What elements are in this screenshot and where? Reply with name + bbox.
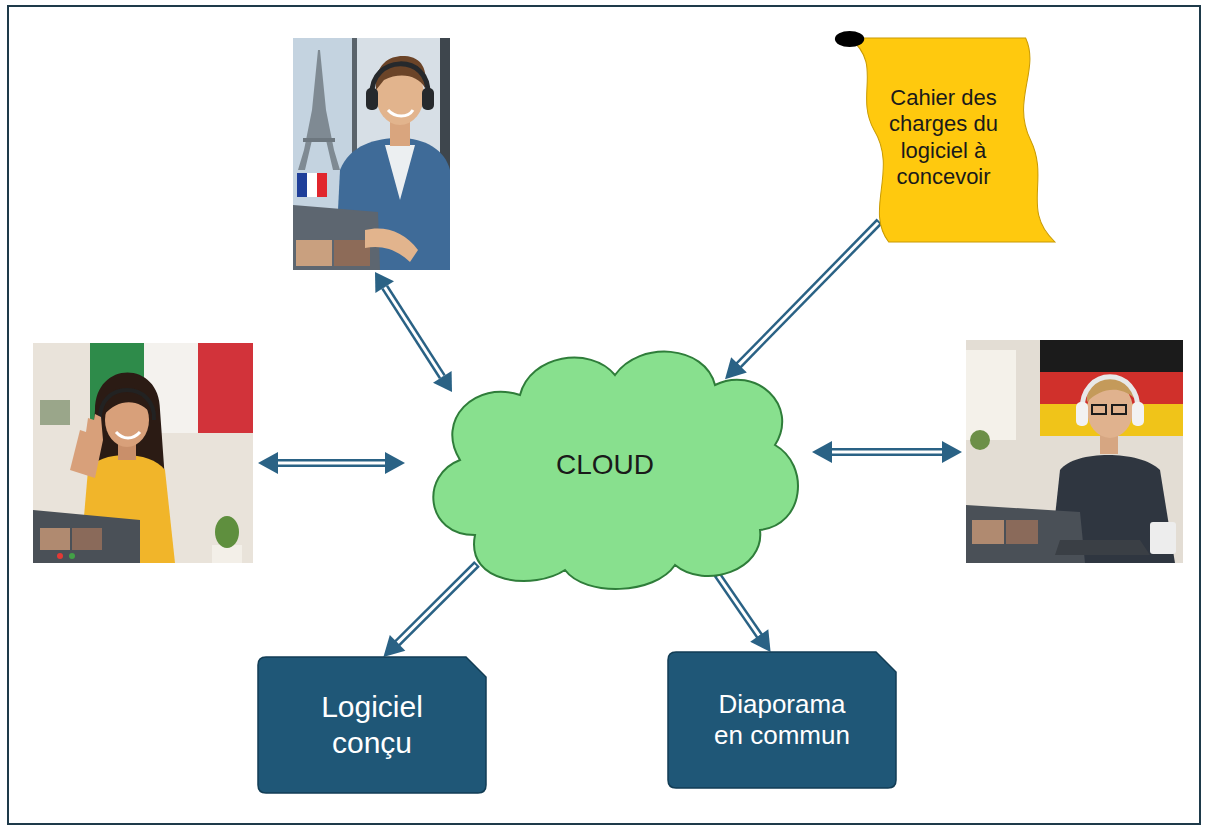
double-arrow: [375, 272, 452, 392]
photo-italy: [33, 343, 253, 563]
double-arrow: [812, 441, 962, 463]
node-label: Cahier des charges du logiciel à concevo…: [882, 85, 1005, 191]
node-label: Diaporama en commun: [708, 689, 856, 751]
node-label: Logiciel conçu: [288, 689, 456, 761]
double-arrow: [383, 564, 477, 657]
cloud-shape: CLOUD: [405, 335, 805, 595]
double-arrow: [258, 452, 405, 474]
output-box: Diaporama en commun: [668, 652, 896, 788]
double-arrow: [725, 221, 880, 379]
double-arrow: [717, 574, 771, 652]
output-box: Logiciel conçu: [258, 657, 486, 793]
tab-outline: [258, 657, 486, 793]
photo-germany: [966, 340, 1183, 563]
document-scroll: Cahier des charges du logiciel à concevo…: [830, 30, 1055, 245]
node-label: CLOUD: [556, 448, 654, 482]
frame: [8, 6, 1200, 824]
photo-france: [293, 38, 450, 270]
